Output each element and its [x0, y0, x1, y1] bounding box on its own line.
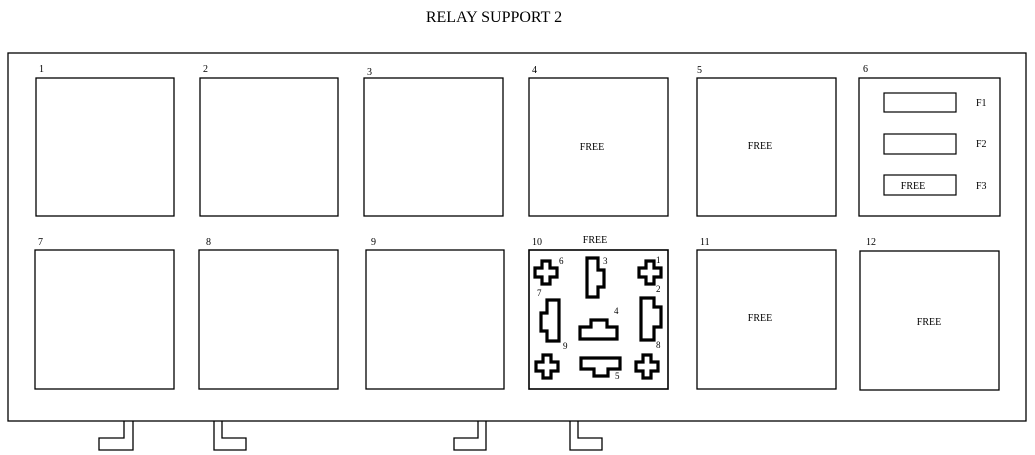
terminal-8-number: 8	[656, 340, 661, 350]
terminal-5-shape	[579, 356, 622, 378]
slot-11-number: 11	[700, 237, 710, 248]
terminal-9-shape	[539, 298, 561, 343]
fuse-f2-id: F2	[976, 139, 987, 150]
slot-12: 12 FREE	[859, 237, 1000, 391]
slot-8-number: 8	[206, 237, 211, 248]
relay-base: 6 3 1 2 7 4 9 8 5	[533, 255, 663, 381]
fuse-f3	[883, 174, 957, 196]
fuse-f3-free-label: FREE	[901, 181, 925, 192]
mounting-foot-3	[453, 421, 487, 451]
fuse-f2	[883, 133, 957, 155]
slot-7: 7	[34, 237, 175, 390]
mounting-foot-4	[569, 421, 603, 451]
slot-12-number: 12	[866, 237, 876, 248]
terminal-6-number: 6	[559, 256, 564, 266]
slot-11-box	[696, 249, 837, 390]
terminal-9-number: 9	[563, 341, 568, 351]
slot-11: 11 FREE	[696, 237, 837, 390]
slot-3-box	[363, 77, 504, 217]
terminal-1-number: 1	[656, 255, 661, 265]
slot-8: 8	[198, 237, 339, 390]
slot-4: 4 FREE	[528, 65, 669, 217]
slot-2-number: 2	[203, 64, 208, 75]
slot-4-number: 4	[532, 65, 537, 76]
support-frame	[7, 52, 1027, 422]
slot-3: 3	[363, 67, 504, 217]
slot-5-number: 5	[697, 65, 702, 76]
terminal-2-number: 2	[656, 284, 661, 294]
slot-10-number: 10	[532, 237, 542, 248]
terminal-4-number: 4	[614, 306, 619, 316]
terminal-6-plus-shape	[533, 259, 559, 286]
terminal-4-shape	[578, 318, 619, 341]
slot-8-box	[198, 249, 339, 390]
fuse-f3-id: F3	[976, 181, 987, 192]
slot-9-number: 9	[371, 237, 376, 248]
slot-3-number: 3	[367, 67, 372, 78]
slot-6-number: 6	[863, 64, 868, 75]
diagram-title: RELAY SUPPORT 2	[426, 9, 562, 26]
fuse-f1	[883, 92, 957, 113]
terminal-3-shape	[585, 256, 606, 299]
fuse-f1-id: F1	[976, 98, 987, 109]
slot-2: 2	[199, 64, 339, 217]
slot-5-free-label: FREE	[748, 141, 772, 152]
slot-7-number: 7	[38, 237, 43, 248]
slot-5-box	[696, 77, 837, 217]
slot-7-box	[34, 249, 175, 390]
slot-1-box	[35, 77, 175, 217]
terminal-8-shape	[639, 296, 663, 342]
slot-10: 10 FREE 6 3 1 2 7 4 9 8	[528, 235, 669, 390]
slot-6: 6 F1 F2 FREE F3	[858, 64, 1001, 217]
terminal-7-number: 7	[537, 288, 542, 298]
slot-4-box	[528, 77, 669, 217]
slot-2-box	[199, 77, 339, 217]
slot-5: 5 FREE	[696, 65, 837, 217]
terminal-5-number: 5	[615, 371, 620, 381]
terminal-1-plus-shape	[637, 259, 663, 286]
mounting-foot-2	[213, 421, 247, 451]
slot-12-free-label: FREE	[917, 317, 941, 328]
slot-9-box	[365, 249, 505, 390]
mounting-foot-1	[98, 421, 134, 451]
slot-10-free-label: FREE	[583, 235, 607, 246]
slot-9: 9	[365, 237, 505, 390]
slot-1: 1	[35, 64, 175, 217]
slot-4-free-label: FREE	[580, 142, 604, 153]
slot-11-free-label: FREE	[748, 313, 772, 324]
slot-1-number: 1	[39, 64, 44, 75]
terminal-3-number: 3	[603, 256, 608, 266]
terminal-bottom-left-plus-shape	[534, 353, 560, 380]
terminal-bottom-right-plus-shape	[634, 353, 660, 380]
slot-12-box	[859, 250, 1000, 391]
